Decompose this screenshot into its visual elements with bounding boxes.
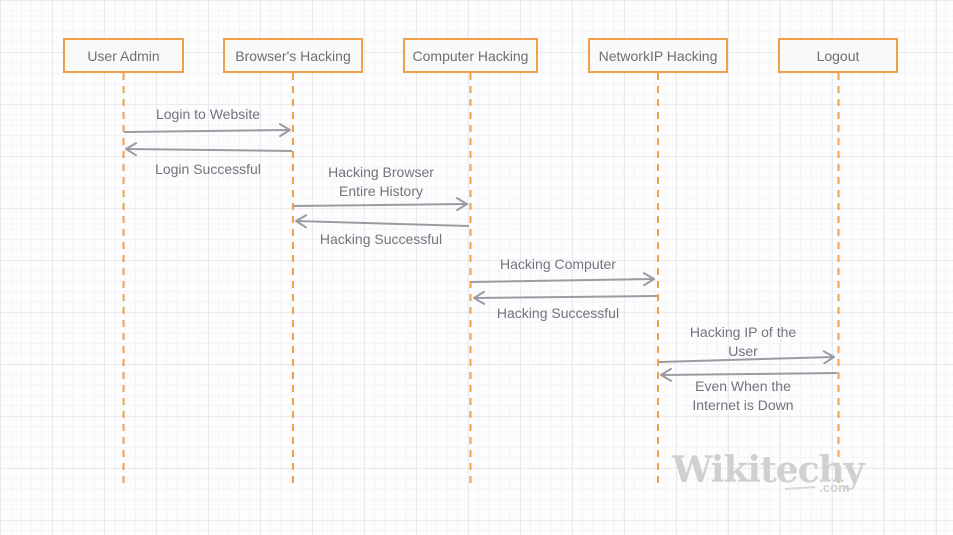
message-label: Hacking Browser Entire History [328, 164, 434, 199]
actor-box-logout: Logout [778, 38, 898, 73]
message-label: Login to Website [155, 106, 261, 122]
actor-label: Browser's Hacking [235, 47, 351, 64]
watermark-suffix-text: .com [819, 480, 850, 495]
message-arrow-hacking-successful-1 [295, 214, 470, 229]
message-label: Hacking Successful [496, 305, 620, 321]
actor-box-computer-hacking: Computer Hacking [403, 38, 538, 73]
actor-label: Computer Hacking [412, 47, 529, 64]
message-arrow-hacking-ip [658, 350, 835, 365]
message-arrow-hacking-browser [293, 197, 468, 212]
message-arrow-hacking-computer [470, 272, 655, 287]
actor-box-networkip-hacking: NetworkIP Hacking [588, 38, 728, 73]
message-arrow-even-when-down [660, 367, 838, 382]
actor-box-user-admin: User Admin [63, 38, 184, 73]
message-label: Hacking Computer [500, 256, 616, 272]
message-arrow-login-successful [125, 142, 293, 157]
actor-label: NetworkIP Hacking [598, 47, 718, 64]
actor-label: Logout [816, 47, 860, 64]
actor-box-browsers-hacking: Browser's Hacking [223, 38, 363, 73]
watermark: Wikitechy .com [672, 449, 865, 495]
message-arrow-login-to-website [123, 123, 291, 138]
actor-label: User Admin [87, 47, 160, 64]
message-label: Hacking Successful [319, 231, 443, 247]
message-arrow-hacking-successful-2 [473, 290, 658, 305]
watermark-brand-text: Wikitechy [672, 449, 865, 491]
message-label: Login Successful [155, 161, 261, 177]
message-label: Even When the Internet is Down [692, 378, 794, 413]
message-label: Hacking IP of the User [689, 324, 797, 359]
